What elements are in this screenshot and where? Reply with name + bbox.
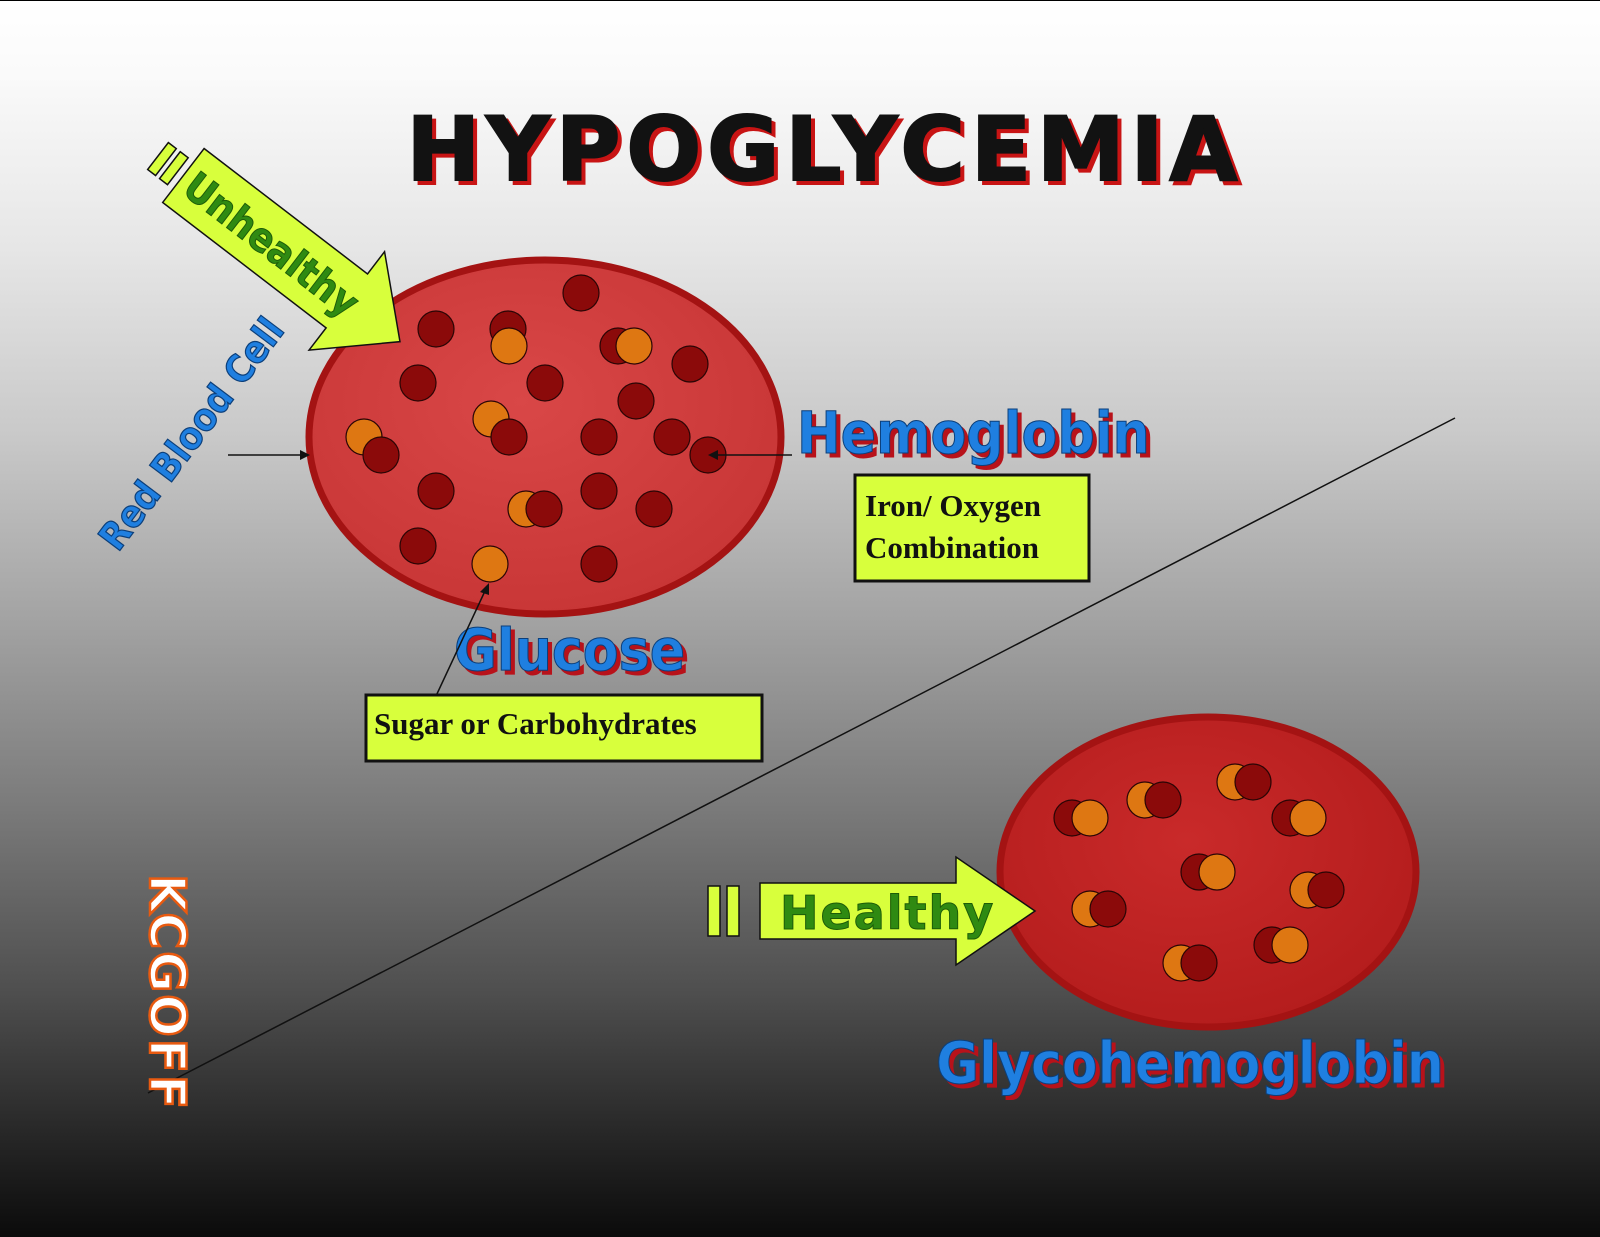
hemoglobin-note-line-1: Iron/ Oxygen [865, 488, 1041, 523]
healthy-label: Healthy [780, 886, 995, 940]
hemoglobin-dot [400, 528, 436, 564]
glucose-dot [1272, 927, 1308, 963]
hemoglobin-dot [1090, 891, 1126, 927]
glucose-note-text: Sugar or Carbohydrates [374, 706, 697, 741]
hemoglobin-dot [636, 491, 672, 527]
glucose-dot [1199, 854, 1235, 890]
hemoglobin-dot [526, 491, 562, 527]
glucose-dot [491, 328, 527, 364]
glucose-dot [472, 546, 508, 582]
hemoglobin-note-line-2: Combination [865, 530, 1039, 565]
glucose-dot [616, 328, 652, 364]
hemoglobin-dot [1145, 782, 1181, 818]
hemoglobin-dot [672, 346, 708, 382]
hemoglobin-dot [363, 437, 399, 473]
hemoglobin-dot [654, 419, 690, 455]
hemoglobin-dot [418, 311, 454, 347]
kcgoff-watermark: KCGOFF [138, 874, 196, 1111]
hemoglobin-dot [581, 473, 617, 509]
unhealthy-label: Unhealthy [175, 164, 368, 327]
hemoglobin-dot [1181, 945, 1217, 981]
glycohemoglobin-label-group: Glycohemoglobin Glycohemoglobin [936, 1029, 1448, 1101]
healthy-arrow: Healthy [708, 857, 1035, 965]
hemoglobin-dot [1235, 764, 1271, 800]
glycohemoglobin-label: Glycohemoglobin [936, 1029, 1444, 1097]
hemoglobin-dot [527, 365, 563, 401]
hemoglobin-dot [581, 546, 617, 582]
glucose-dot [1072, 800, 1108, 836]
hemoglobin-note-box: Iron/ Oxygen Combination [855, 475, 1089, 581]
hemoglobin-dot [418, 473, 454, 509]
hemoglobin-label: Hemoglobin [797, 399, 1150, 467]
hemoglobin-dot [400, 365, 436, 401]
hemoglobin-dot [563, 275, 599, 311]
glucose-dot [1290, 800, 1326, 836]
page-title: HYPOGLYCEMIA [407, 98, 1244, 201]
red-blood-cell-label: Red Blood Cell [90, 309, 293, 558]
glucose-label: Glucose [454, 616, 685, 684]
glucose-note-box: Sugar or Carbohydrates [366, 695, 762, 761]
hemoglobin-dot [1308, 872, 1344, 908]
hemoglobin-dot [581, 419, 617, 455]
hemoglobin-dot [618, 383, 654, 419]
hemoglobin-dot [491, 419, 527, 455]
red-blood-cell-label-group: Red Blood Cell [90, 309, 310, 558]
